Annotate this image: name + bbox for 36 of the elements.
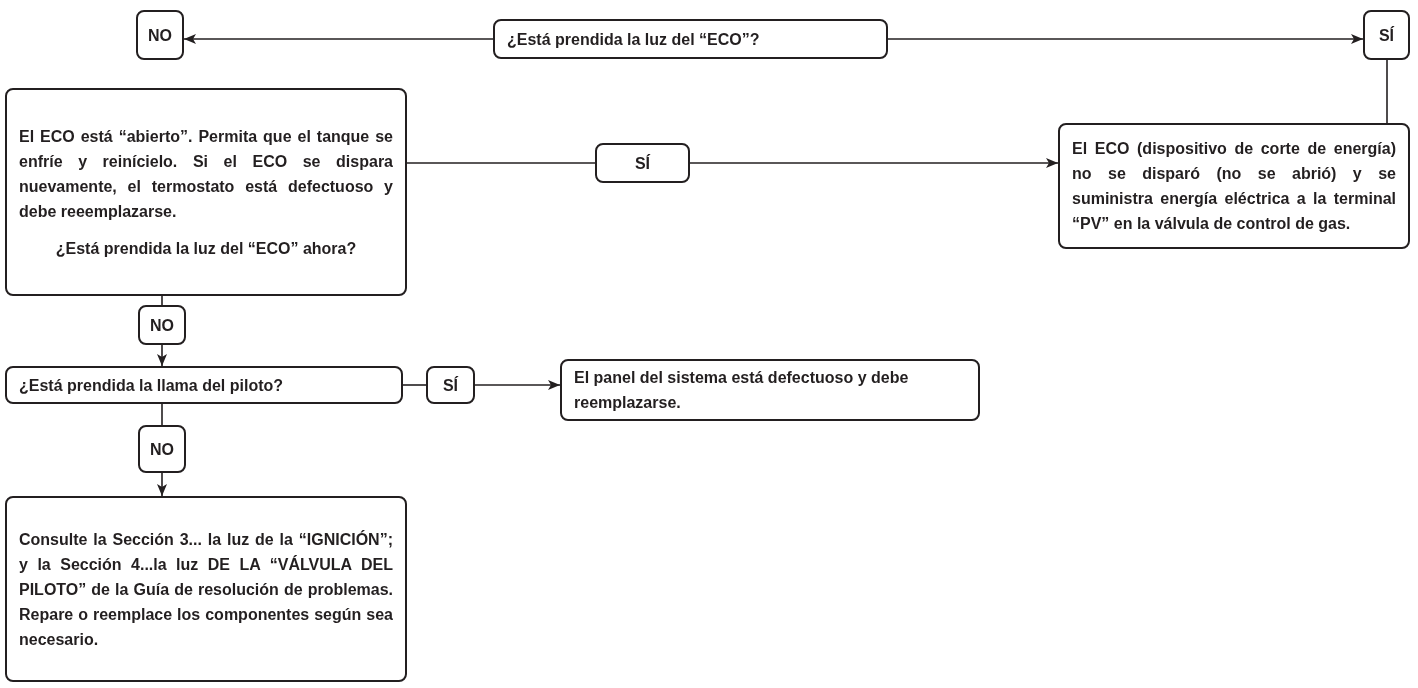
box-text: SÍ [441,375,460,396]
answer-box [136,10,184,60]
box-text: Consulte la Sección 3... la luz de la “IGNICIÓN”; y la Sección 4...la luz DE LA “VÁLVULA DEL PILOTO” de la Guía de resolución de problemas. Repare o reemplace los componentes según sea necesario. [19,529,393,650]
result-box [5,496,407,682]
connector-line [402,384,427,386]
box-text: El ECO está “abierto”. Permita que el tanque se enfríe y reinícielo. Si el ECO se dispara nuevamente, el termostato está defectuoso y debe reeemplazarse. [19,126,393,222]
question-text: ¿Está prendida la luz del “ECO” ahora? [54,238,358,259]
box-text: El ECO (dispositivo de corte de energía) no se disparó (no se abrió) y se suministra energía eléctrica a la terminal “PV” en la válvula de control de gas. [1072,139,1396,234]
result-box [560,359,980,421]
decision-box [5,366,403,404]
box-text: NO [149,439,175,460]
box-text: ¿Está prendida la luz del “ECO”? [507,29,761,50]
connector-line [1386,59,1388,124]
process-box [5,88,407,296]
connector-line [406,162,596,164]
answer-box [138,425,186,473]
result-box [1058,123,1410,249]
box-text: El panel del sistema está defectuoso y debe reemplazarse. [574,368,910,413]
arrow [689,158,1059,168]
arrow [157,472,167,497]
arrow [474,380,561,390]
arrow [183,34,494,44]
arrow [157,344,167,367]
answer-box [595,143,690,183]
arrow [887,34,1364,44]
box-text: NO [149,315,175,336]
answer-box [426,366,475,404]
connector-line [161,295,163,306]
answer-box [1363,10,1410,60]
box-text: ¿Está prendida la llama del piloto? [19,375,285,396]
answer-box [138,305,186,345]
decision-box [493,19,888,59]
box-text: SÍ [633,153,652,174]
box-text: NO [147,25,173,46]
connector-line [161,403,163,426]
box-text: SÍ [1377,25,1396,46]
